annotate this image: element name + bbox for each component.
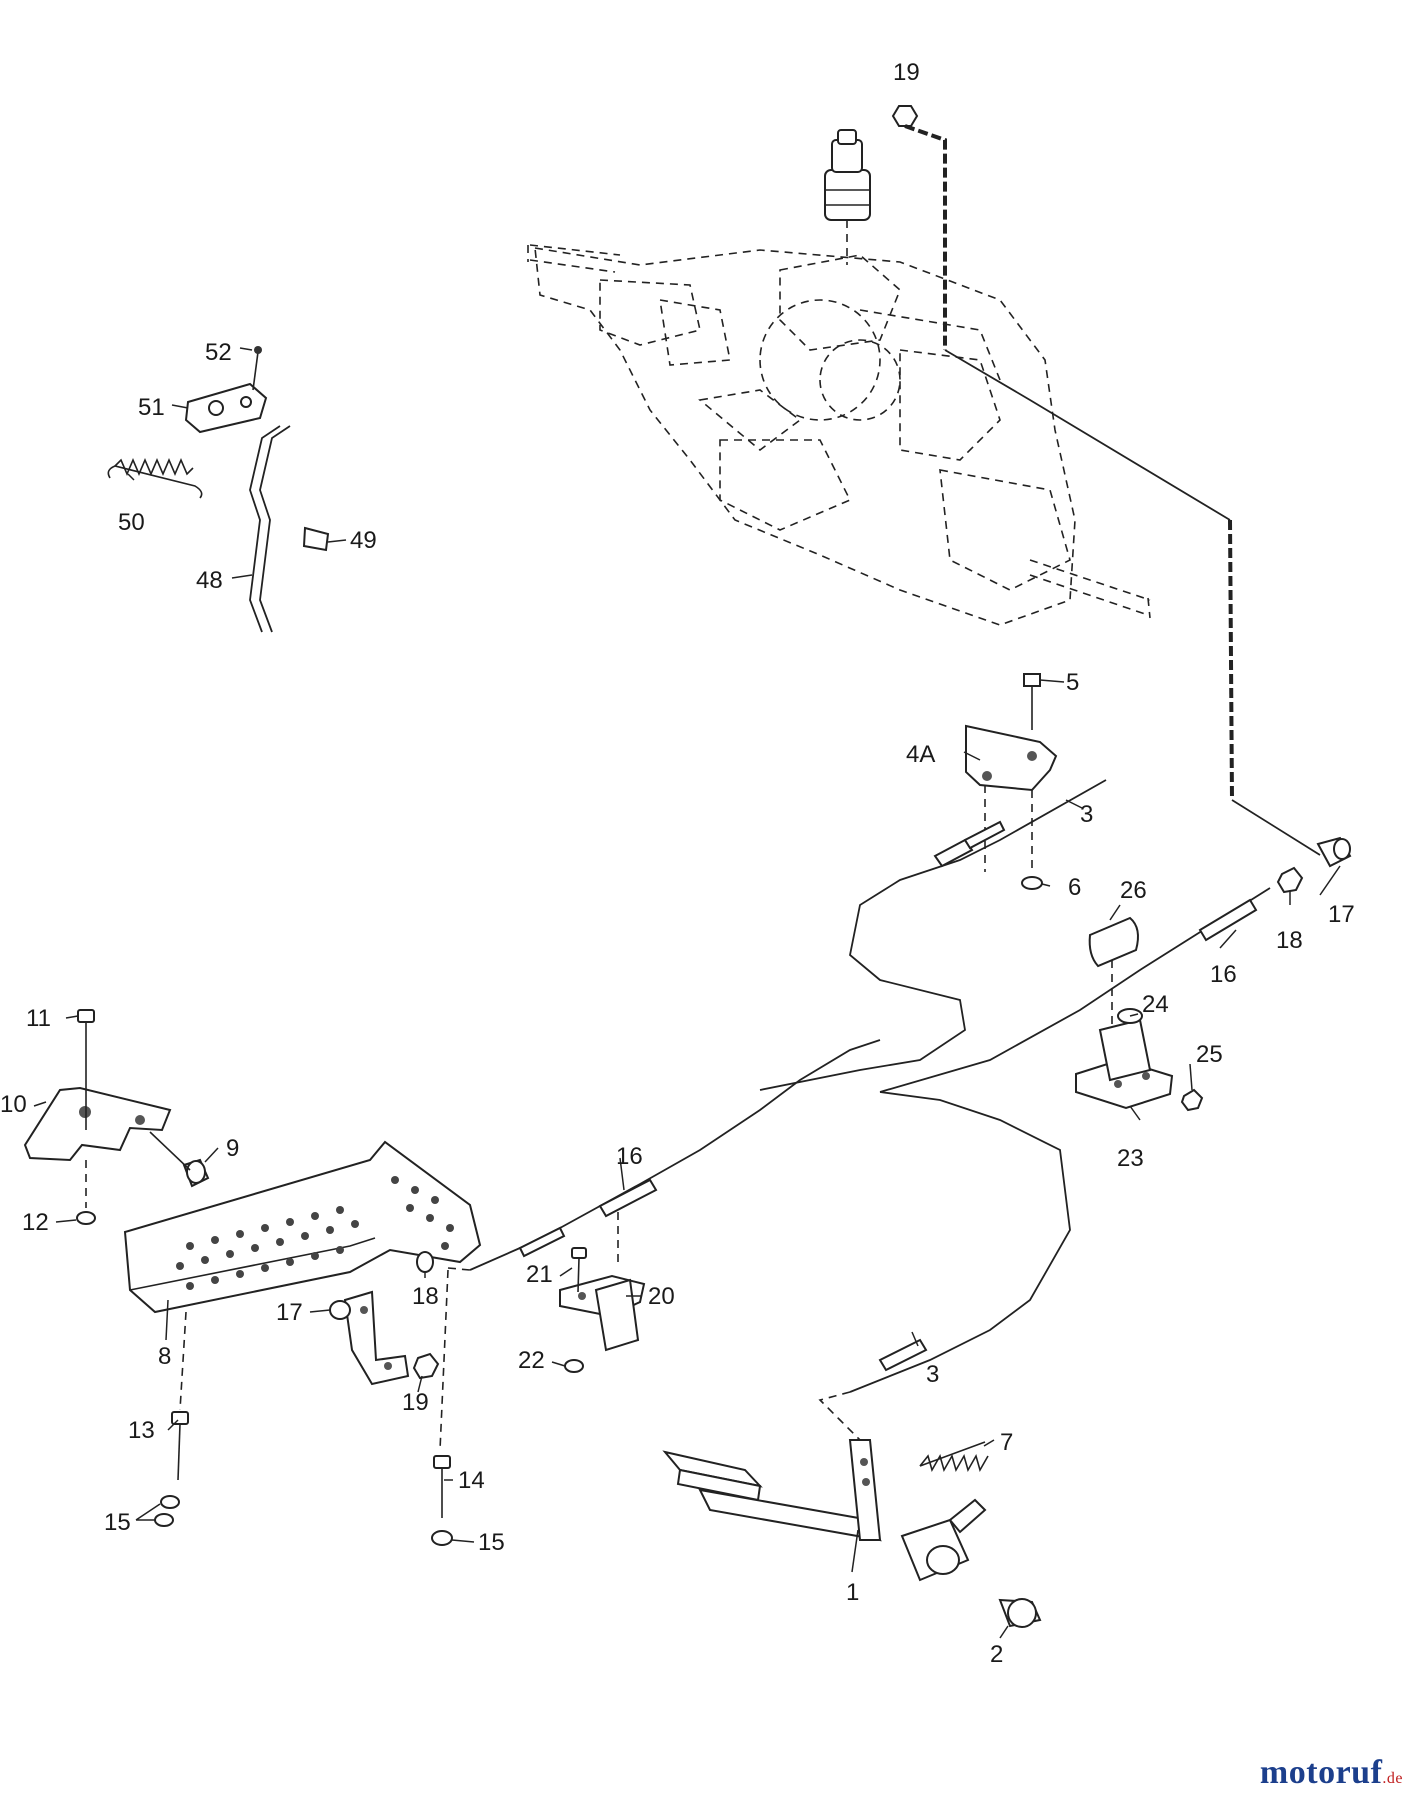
spring-50 [107, 457, 203, 499]
bushing-18-left [416, 1251, 434, 1273]
bolt-11 [77, 1009, 95, 1130]
cable-3-lower [818, 1091, 1071, 1441]
washer-15-left [154, 1495, 180, 1527]
label-12: 12 [22, 1209, 49, 1236]
cable-to-transaxle [944, 349, 1231, 521]
label-18-left: 18 [412, 1283, 439, 1310]
nut-19-left [412, 1352, 440, 1380]
spring-7 [919, 1441, 989, 1473]
watermark-logo: motoruf.de [1260, 1754, 1403, 1792]
label-51: 51 [138, 394, 165, 421]
bushing-2 [998, 1598, 1042, 1628]
label-20: 20 [648, 1283, 675, 1310]
label-6: 6 [1068, 874, 1081, 901]
label-7: 7 [1000, 1429, 1013, 1456]
label-16-right: 16 [1210, 961, 1237, 988]
watermark-suffix: .de [1382, 1770, 1403, 1787]
part-labels: 19 52 51 50 49 48 5 4A 3 6 26 17 18 16 2… [0, 59, 1355, 1668]
transaxle-outline [527, 244, 1151, 626]
spacer-9 [182, 1158, 210, 1188]
label-15-left: 15 [104, 1509, 131, 1536]
nut-25 [1180, 1088, 1204, 1112]
rod-48 [249, 425, 291, 633]
bracket-4A [965, 724, 1058, 792]
leader-lines [33, 347, 1341, 1639]
cable-16-right [879, 887, 1271, 1093]
label-50: 50 [118, 509, 145, 536]
bracket-23 [1075, 1018, 1174, 1110]
footplate-8 [123, 1140, 482, 1314]
swivel-17 [1316, 836, 1352, 868]
transaxle-valve [824, 129, 871, 265]
label-18-right: 18 [1276, 927, 1303, 954]
nut-18-right [1276, 866, 1304, 894]
pedal-lever-1 [662, 1439, 882, 1542]
label-25: 25 [1196, 1041, 1223, 1068]
bushing-17-left [329, 1300, 351, 1320]
label-1: 1 [846, 1579, 859, 1606]
label-23: 23 [1117, 1145, 1144, 1172]
label-21: 21 [526, 1261, 553, 1288]
cable-linkage-dashed [904, 124, 947, 350]
assembly-line-14 [439, 1269, 449, 1451]
lever-bracket-17 [343, 1290, 410, 1386]
label-14: 14 [458, 1467, 485, 1494]
label-48: 48 [196, 567, 223, 594]
cable-to-swivel [1231, 799, 1321, 856]
cable-3-upper [759, 779, 1107, 1091]
label-19-top: 19 [893, 59, 920, 86]
screw-52 [252, 346, 262, 391]
label-17-right: 17 [1328, 901, 1355, 928]
label-49: 49 [350, 527, 377, 554]
label-17-left: 17 [276, 1299, 303, 1326]
washer-12 [76, 1211, 96, 1225]
label-13: 13 [128, 1417, 155, 1444]
label-9: 9 [226, 1135, 239, 1162]
bracket-20 [559, 1274, 646, 1352]
label-52: 52 [205, 339, 232, 366]
label-24: 24 [1142, 991, 1169, 1018]
bracket-51 [184, 382, 268, 434]
label-10: 10 [0, 1091, 27, 1118]
cable-dashed-run [1228, 519, 1234, 801]
watermark-brand: motoruf [1259, 1754, 1383, 1791]
bolt-14 [433, 1455, 451, 1518]
label-15-right: 15 [478, 1529, 505, 1556]
washer-22 [564, 1359, 584, 1373]
label-26: 26 [1120, 877, 1147, 904]
clip-49 [302, 526, 330, 552]
label-8: 8 [158, 1343, 171, 1370]
label-2: 2 [990, 1641, 1003, 1668]
label-22: 22 [518, 1347, 545, 1374]
label-5: 5 [1066, 669, 1079, 696]
label-4A: 4A [906, 741, 935, 768]
label-16-lower: 16 [616, 1143, 643, 1170]
clip-26 [1088, 916, 1139, 968]
spacer-9-line [149, 1131, 191, 1171]
bolt-13 [171, 1411, 189, 1481]
label-11: 11 [26, 1005, 51, 1032]
bolt-21 [571, 1247, 587, 1293]
assembly-line-4A [984, 785, 1033, 872]
label-3-lower: 3 [926, 1361, 939, 1388]
bracket-10 [23, 1086, 172, 1162]
washer-15-right [431, 1530, 453, 1546]
label-3-upper: 3 [1080, 801, 1093, 828]
label-19-left: 19 [402, 1389, 429, 1416]
shaft-1 [900, 1498, 987, 1582]
assembly-line-13 [179, 1311, 187, 1411]
bolt-5 [1023, 673, 1041, 730]
cable-16-lower [447, 1039, 881, 1271]
nut-19-top [891, 105, 919, 127]
nut-6 [1021, 876, 1043, 890]
